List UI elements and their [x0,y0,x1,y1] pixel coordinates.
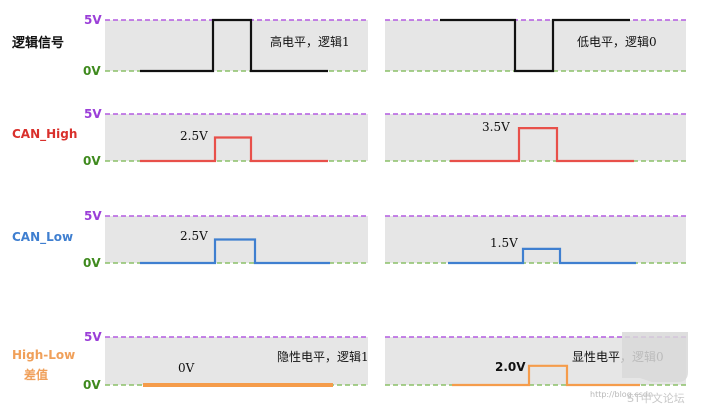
level-label: 1.5V [490,236,518,250]
row-1: 逻辑信号 5V 0V 高电平，逻辑1 低电平，逻辑0 [12,13,686,78]
row-3: CAN_Low 5V 0V 2.5V 1.5V [12,209,686,270]
level-label: 0V [178,361,195,375]
signal-waveform [140,18,328,73]
panel-description: 隐性电平，逻辑1 [277,350,369,364]
level-label: 3.5V [482,120,510,134]
panel-1: 2.5V [105,113,368,163]
level-label: 2.5V [180,129,208,143]
st-logo: ST中文论坛 [622,332,688,405]
row-label: 差值 [23,367,48,382]
panel-2: 3.5V [385,113,686,163]
tick-0v: 0V [83,256,101,270]
tick-0v: 0V [83,64,101,78]
panel-description: 低电平，逻辑0 [577,35,657,49]
panel-description: 高电平，逻辑1 [270,34,350,49]
panel-background [105,337,368,385]
row-label: CAN_Low [12,230,73,245]
st-logo-icon [622,332,688,382]
panel-background [105,20,368,71]
tick-0v: 0V [83,378,101,392]
row-label: CAN_High [12,127,77,142]
tick-5v: 5V [84,209,102,223]
level-label: 2.5V [180,229,208,243]
panel-background [385,114,686,161]
panel-1: 高电平，逻辑1 [105,18,368,73]
signal-waveform [440,18,630,73]
watermark-url: http://blog.csdn [590,390,653,399]
tick-5v: 5V [84,107,102,121]
level-label: 2.0V [495,360,526,374]
panel-1: 2.5V [105,215,368,265]
row-2: CAN_High 5V 0V 2.5V 3.5V [12,107,686,168]
st-logo-text: ST中文论坛 [627,391,685,405]
row-label: 逻辑信号 [12,35,64,51]
signal-waveform [450,127,634,163]
signal-waveform [140,136,328,163]
tick-0v: 0V [83,154,101,168]
panel-2: 1.5V [385,215,686,265]
panel-2: 低电平，逻辑0 [385,18,686,73]
signal-waveform [140,238,330,265]
signal-waveform [452,364,640,387]
tick-5v: 5V [84,330,102,344]
panel-background [385,20,686,71]
tick-5v: 5V [84,13,102,27]
row-label: High-Low [12,348,75,362]
panel-background [385,216,686,263]
signal-waveform [448,247,636,265]
panel-1: 隐性电平，逻辑1 0V [105,336,369,387]
